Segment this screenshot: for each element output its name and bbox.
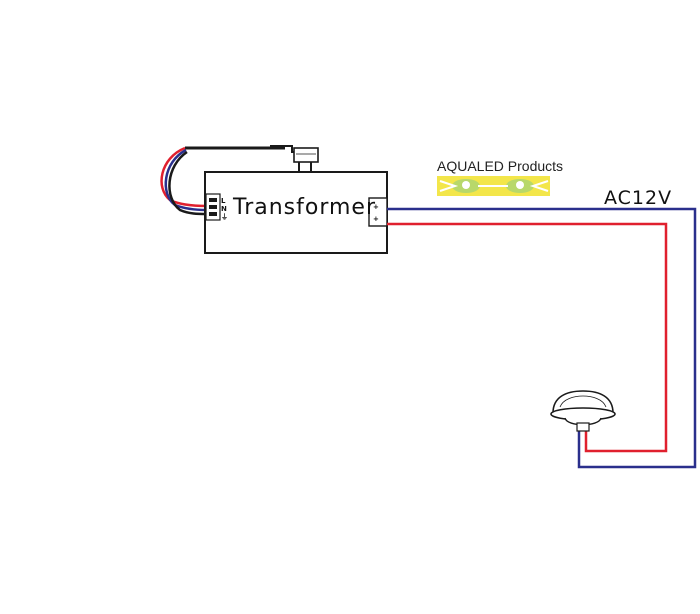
blue-wire xyxy=(387,207,697,469)
brand-logo-icon: AQUALED Products xyxy=(437,158,563,196)
pool-lamp-icon xyxy=(550,390,616,432)
terminal-mark-ground: ⏚ xyxy=(221,213,228,221)
power-label: AC12V xyxy=(604,187,672,209)
mains-cable xyxy=(160,146,285,216)
terminal-mark-l: L xyxy=(221,197,226,205)
transformer-label: Transformer xyxy=(232,195,376,220)
red-wire xyxy=(387,222,668,453)
terminal-mark-n: N xyxy=(221,205,227,213)
brand-label: AQUALED Products xyxy=(437,158,563,174)
plug-icon xyxy=(270,145,319,171)
output-mark-2: + xyxy=(373,215,379,223)
transformer-box: L N ⏚ + + Transformer xyxy=(204,171,388,254)
output-mark-1: + xyxy=(373,203,379,211)
